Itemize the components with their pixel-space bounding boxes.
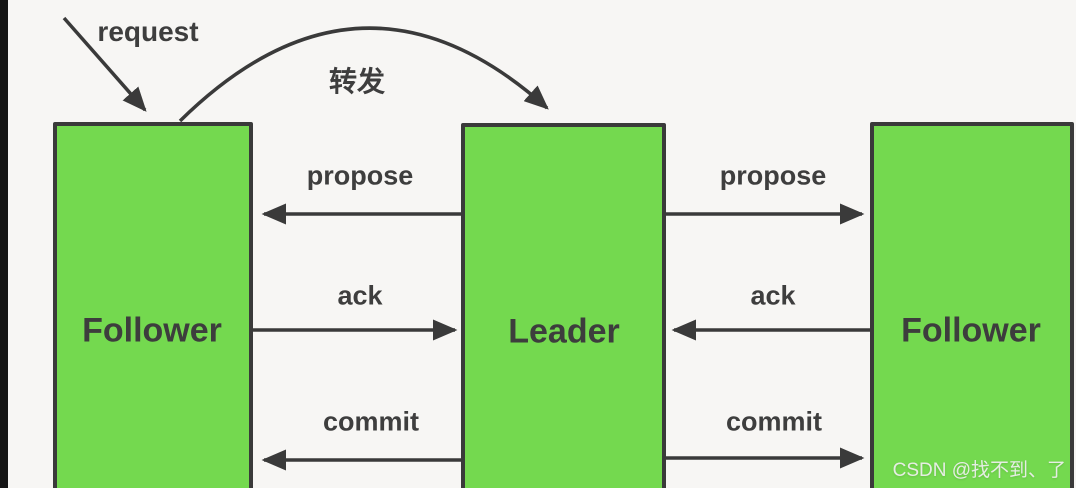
watermark: CSDN @找不到、了 [892, 460, 1066, 481]
node-label-leader: Leader [508, 312, 620, 351]
node-label-follower-left: Follower [82, 311, 222, 350]
edge-label-commit-left: commit [322, 406, 420, 437]
edge-label-forward: 转发 [328, 66, 386, 97]
node-follower-right [870, 122, 1074, 488]
node-label-follower-right: Follower [901, 311, 1041, 350]
edge-label-commit-right: commit [725, 406, 823, 437]
node-follower-left [53, 122, 253, 488]
edge-label-propose-left: propose [306, 160, 414, 191]
node-leader [461, 123, 666, 488]
edge-label-ack-right: ack [750, 280, 796, 311]
edge-label-ack-left: ack [337, 280, 383, 311]
left-black-strip [0, 0, 8, 488]
edge-label-propose-right: propose [719, 160, 827, 191]
edge-label-request: request [97, 16, 199, 47]
